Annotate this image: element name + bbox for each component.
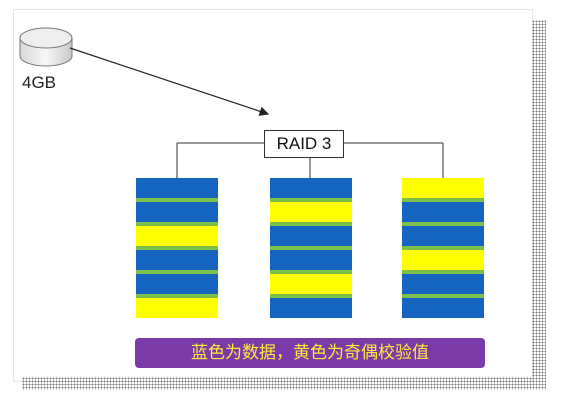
disk-2-stack bbox=[270, 178, 352, 318]
disk-to-raid-arrow bbox=[69, 47, 270, 116]
stripe-separator bbox=[136, 246, 218, 250]
data-stripe bbox=[270, 298, 352, 318]
stripe-separator bbox=[136, 294, 218, 298]
parity-stripe bbox=[270, 202, 352, 222]
disk-3-stack bbox=[402, 178, 484, 318]
stripe-separator bbox=[270, 198, 352, 202]
color-legend: 蓝色为数据，黄色为奇偶校验值 bbox=[135, 338, 485, 368]
parity-stripe bbox=[136, 226, 218, 246]
data-stripe bbox=[136, 178, 218, 198]
data-stripe bbox=[402, 274, 484, 294]
raid-level-box: RAID 3 bbox=[264, 130, 344, 158]
data-stripe bbox=[136, 202, 218, 222]
parity-stripe bbox=[402, 178, 484, 198]
stripe-separator bbox=[270, 246, 352, 250]
frame-shadow-bottom bbox=[22, 377, 546, 390]
disk-1-stack bbox=[136, 178, 218, 318]
data-stripe bbox=[270, 226, 352, 246]
disk-cylinder-icon bbox=[19, 27, 73, 67]
stripe-separator bbox=[270, 270, 352, 274]
stripe-separator bbox=[270, 222, 352, 226]
stripe-separator bbox=[402, 270, 484, 274]
stripe-separator bbox=[136, 198, 218, 202]
parity-stripe bbox=[270, 274, 352, 294]
stripe-separator bbox=[270, 294, 352, 298]
stripe-separator bbox=[136, 270, 218, 274]
data-stripe bbox=[402, 298, 484, 318]
data-stripe bbox=[402, 226, 484, 246]
disk-stacks bbox=[136, 178, 484, 318]
data-stripe bbox=[270, 178, 352, 198]
stripe-separator bbox=[402, 246, 484, 250]
stripe-separator bbox=[136, 222, 218, 226]
stripe-separator bbox=[402, 294, 484, 298]
parity-stripe bbox=[136, 298, 218, 318]
data-stripe bbox=[136, 250, 218, 270]
frame-shadow-right bbox=[532, 20, 546, 390]
data-stripe bbox=[136, 274, 218, 294]
stripe-separator bbox=[402, 198, 484, 202]
disk-capacity-label: 4GB bbox=[22, 73, 57, 92]
data-stripe bbox=[270, 250, 352, 270]
parity-stripe bbox=[402, 250, 484, 270]
data-stripe bbox=[402, 202, 484, 222]
stripe-separator bbox=[402, 222, 484, 226]
raid-connectors bbox=[176, 142, 444, 178]
